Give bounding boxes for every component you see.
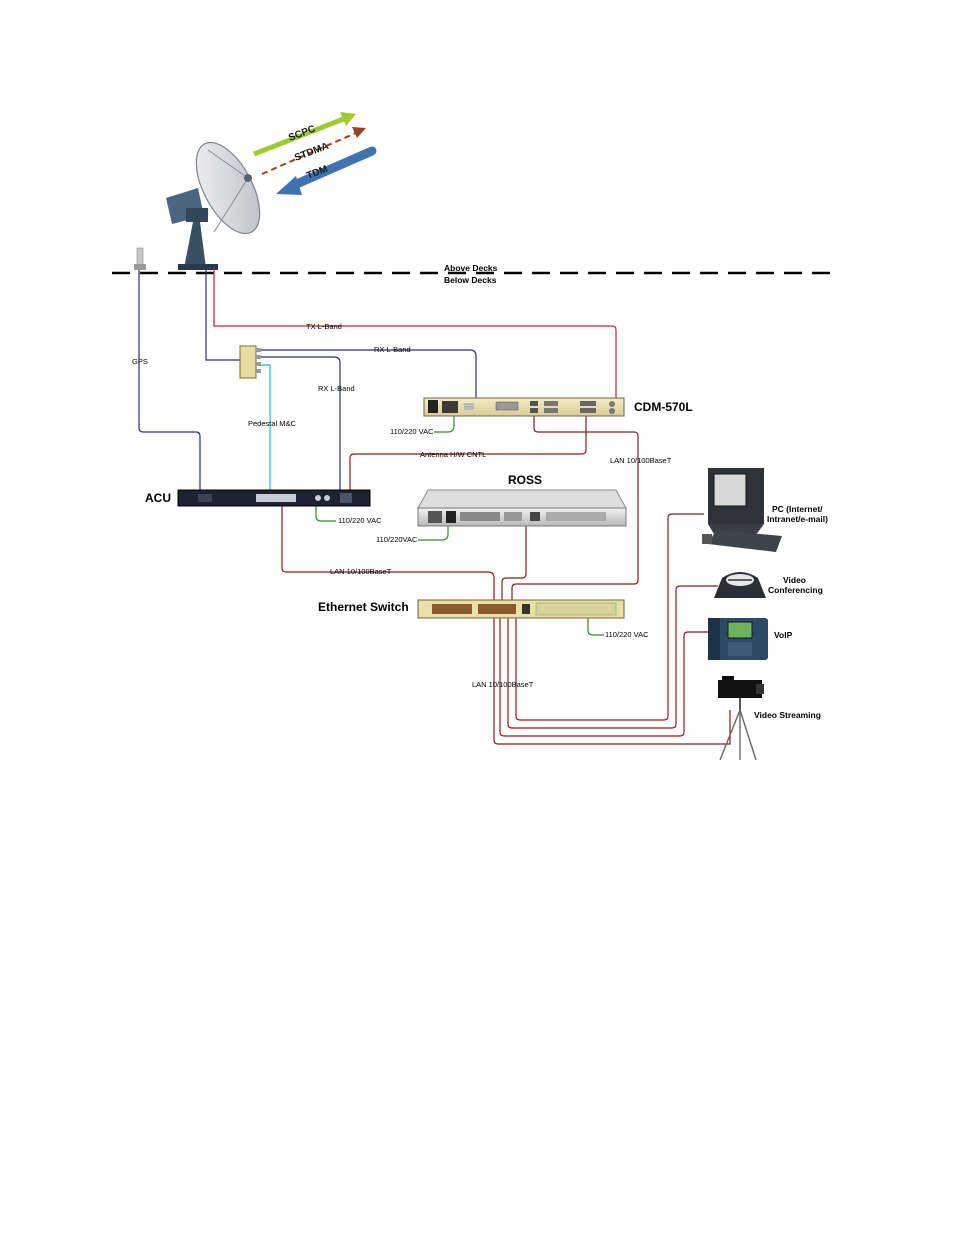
rx-lband-cable	[258, 349, 477, 400]
tdm-arrow	[276, 146, 377, 195]
ross-label: ROSS	[508, 473, 542, 487]
video-conferencing-icon	[714, 572, 766, 598]
antenna-rx-cable	[205, 268, 240, 361]
acu-power-cable	[315, 506, 336, 522]
rx-lband-acu-cable	[258, 356, 341, 490]
scpc-arrow	[253, 112, 356, 157]
lan-videoconf-cable	[507, 585, 718, 729]
ethernet-switch-device	[417, 599, 625, 619]
lan-streaming-cable	[493, 618, 731, 745]
stdma-arrow	[261, 127, 366, 175]
lan-voip-cable	[499, 618, 710, 737]
gps-cable	[138, 270, 201, 490]
tx-lband-cable	[213, 268, 617, 402]
pc-label-line1: PC (Internet/	[772, 504, 823, 514]
gps-cable-label: GPS	[132, 357, 148, 366]
ethernet-switch-label: Ethernet Switch	[318, 600, 409, 614]
ross-device	[417, 489, 627, 527]
cdm-570l-device	[423, 397, 625, 417]
video-conferencing-label-line2: Conferencing	[768, 585, 823, 595]
ross-power-cable	[418, 522, 449, 541]
video-streaming-label: Video Streaming	[754, 710, 821, 720]
pedestal-cable	[258, 364, 271, 490]
satellite-antenna-icon	[166, 141, 261, 270]
cdm-power-cable	[434, 414, 455, 433]
lband-splitter-icon	[239, 345, 261, 379]
scpc-label: SCPC	[287, 124, 317, 144]
above-decks-label: Above Decks	[444, 263, 498, 273]
cdm-570l-label: CDM-570L	[634, 400, 693, 414]
stdma-label: STDMA	[293, 141, 330, 164]
voip-label: VoIP	[774, 630, 793, 640]
cdm-power-label: 110/220 VAC	[390, 427, 434, 436]
lan-ross-cable	[501, 524, 527, 604]
pc-icon	[702, 468, 782, 552]
video-conferencing-label-line1: Video	[783, 575, 806, 585]
tx-lband-label: TX L-Band	[306, 322, 342, 331]
antenna-hw-label: Antenna H/W CNTL	[420, 450, 486, 459]
below-decks-label: Below Decks	[444, 275, 497, 285]
voip-phone-icon	[708, 618, 768, 660]
lan-acu-label: LAN 10/100BaseT	[330, 567, 392, 576]
lan-pc-cable	[515, 513, 704, 721]
gps-antenna-icon	[134, 247, 146, 270]
lan-acu-cable	[281, 506, 495, 604]
antenna-hw-cable	[349, 416, 587, 490]
switch-power-label: 110/220 VAC	[605, 630, 649, 639]
lan-switch-label: LAN 10/100BaseT	[472, 680, 534, 689]
lan-cdm-cable	[511, 416, 639, 604]
acu-device	[177, 489, 371, 507]
pedestal-label: Pedestal M&C	[248, 419, 297, 428]
rx-lband-top-label: RX L-Band	[374, 345, 411, 354]
pc-label-line2: Intranet/e-mail)	[767, 514, 828, 524]
switch-power-cable	[587, 618, 604, 636]
acu-label: ACU	[145, 491, 171, 505]
rx-lband-side-label: RX L-Band	[318, 384, 355, 393]
acu-power-label: 110/220 VAC	[338, 516, 382, 525]
ross-power-label: 110/220VAC	[376, 535, 418, 544]
video-camera-icon	[718, 676, 764, 761]
lan-cdm-label: LAN 10/100BaseT	[610, 456, 672, 465]
